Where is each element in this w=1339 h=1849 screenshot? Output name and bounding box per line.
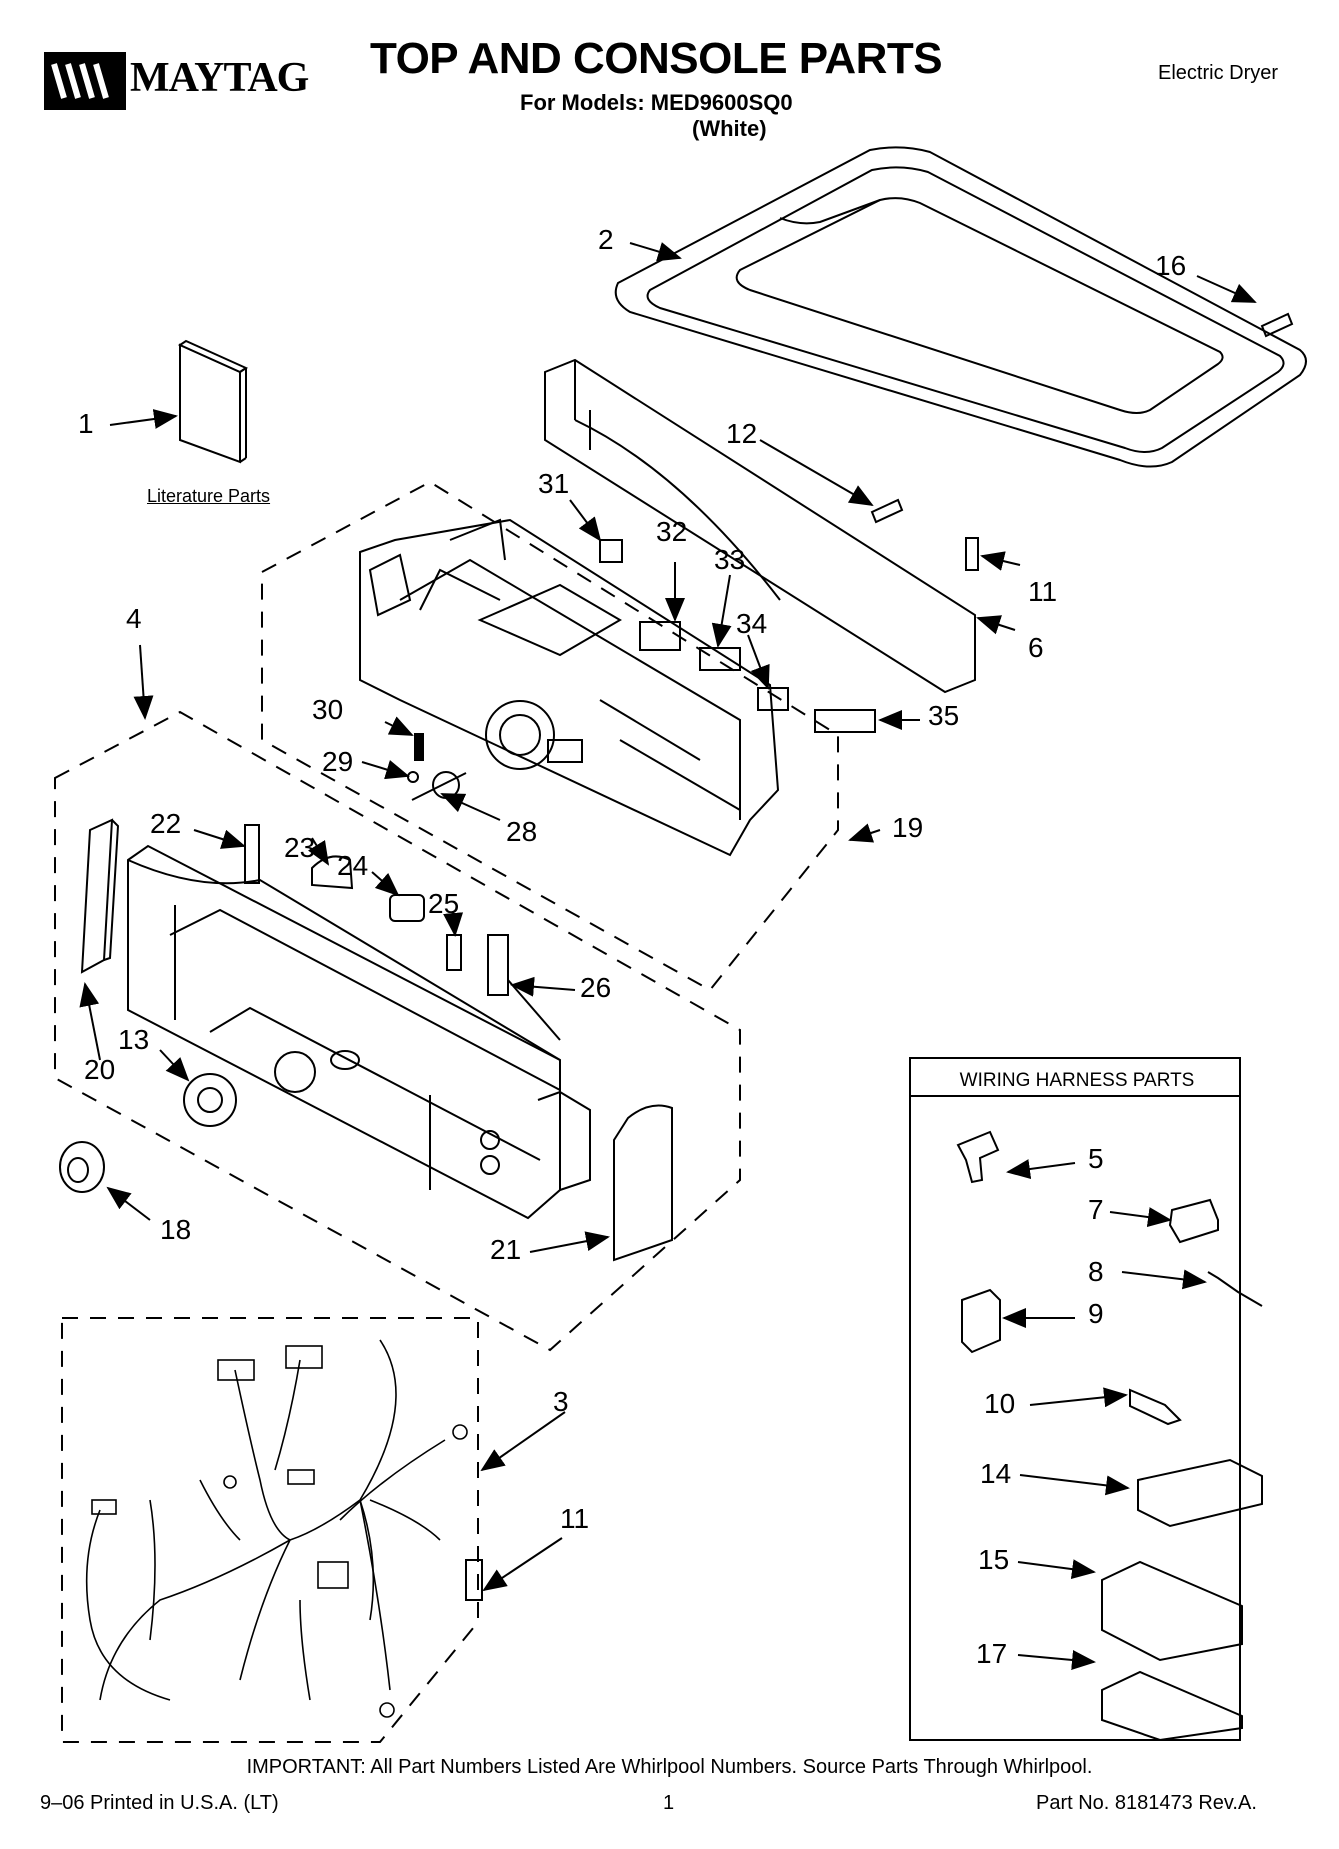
harness-box-title: WIRING HARNESS PARTS [959, 1070, 1195, 1091]
callout-2: 2 [598, 224, 614, 255]
led-strip-22 [244, 824, 260, 884]
callout-35: 35 [928, 700, 960, 731]
callout-17: 17 [976, 1638, 1008, 1669]
page-title: TOP AND CONSOLE PARTS [370, 34, 943, 83]
connector-7 [1168, 1198, 1219, 1244]
part-29 [407, 771, 419, 783]
callout-6: 6 [1028, 632, 1044, 663]
callout-5: 5 [1088, 1143, 1104, 1174]
callout-7: 7 [1088, 1194, 1104, 1225]
literature-booklet [177, 339, 249, 464]
callout-31: 31 [538, 468, 570, 499]
wiring-harness-region [61, 1317, 479, 1743]
important-note: IMPORTANT: All Part Numbers Listed Are W… [246, 1756, 1093, 1778]
callout-21: 21 [490, 1234, 522, 1265]
screw-11 [965, 537, 979, 571]
callout-22: 22 [150, 808, 182, 839]
callout-11b: 11 [560, 1503, 590, 1534]
callout-1: 1 [78, 408, 94, 439]
maytag-logo-icon [44, 52, 126, 115]
connector-9 [961, 1288, 1001, 1354]
console-endcap-left [80, 818, 120, 974]
callout-16: 16 [1155, 250, 1187, 281]
callout-23: 23 [284, 832, 316, 863]
callout-32: 32 [656, 516, 688, 547]
connector-17 [1101, 1670, 1243, 1742]
callout-10: 10 [984, 1388, 1016, 1419]
appliance-type: Electric Dryer [1158, 62, 1279, 84]
console-endcap-right [613, 1104, 673, 1262]
switch-28 [432, 771, 460, 799]
callout-28: 28 [506, 816, 538, 847]
callout-19: 19 [892, 812, 924, 843]
callout-12: 12 [726, 418, 758, 449]
print-date: 9–06 Printed in U.S.A. (LT) [40, 1792, 279, 1814]
part-34 [757, 687, 789, 711]
callout-20: 20 [84, 1054, 116, 1085]
part-25 [446, 934, 462, 971]
knob [59, 1141, 105, 1193]
part-31 [599, 539, 623, 563]
model-subtitle: For Models: MED9600SQ0 [520, 90, 793, 115]
callout-14: 14 [980, 1458, 1012, 1489]
callout-3: 3 [553, 1386, 569, 1417]
callout-8: 8 [1088, 1256, 1104, 1287]
control-board-region [261, 480, 839, 992]
switch-30 [414, 733, 424, 761]
page-number: 1 [663, 1792, 675, 1814]
lens-24 [389, 894, 425, 922]
console-region [54, 710, 741, 1352]
callout-26: 26 [580, 972, 612, 1003]
brand-logo-text: MAYTAG [130, 55, 309, 101]
control-console [127, 844, 591, 1220]
connector-15 [1101, 1560, 1243, 1662]
callout-18: 18 [160, 1214, 192, 1245]
screw-12 [870, 498, 904, 524]
wiring-harness [85, 1339, 468, 1718]
model-color: (White) [692, 116, 767, 141]
screw-11b [465, 1559, 483, 1601]
dryer-top-panel [614, 146, 1307, 468]
part-33 [699, 647, 741, 671]
clip-5 [956, 1130, 1000, 1184]
screw-16 [1260, 312, 1294, 338]
knob-dial [183, 1073, 237, 1127]
callout-25: 25 [428, 888, 460, 919]
callout-15: 15 [978, 1544, 1010, 1575]
terminal-10 [1129, 1388, 1182, 1426]
part-number: Part No. 8181473 Rev.A. [1036, 1792, 1257, 1814]
control-bracket [544, 358, 976, 694]
callout-13: 13 [118, 1024, 150, 1055]
part-32 [639, 621, 681, 651]
callout-24: 24 [337, 850, 369, 881]
callout-9: 9 [1088, 1298, 1104, 1329]
part-26 [487, 934, 509, 996]
callout-29: 29 [322, 746, 354, 777]
callout-33: 33 [714, 544, 746, 575]
callout-34: 34 [736, 608, 768, 639]
connector-14 [1137, 1458, 1263, 1528]
control-board-assembly [359, 518, 780, 857]
terminal-8 [1207, 1271, 1263, 1307]
literature-parts-label: Literature Parts [147, 486, 271, 506]
callout-4: 4 [126, 603, 142, 634]
harness-parts-box [909, 1057, 1241, 1741]
callout-30: 30 [312, 694, 344, 725]
part-35 [814, 709, 876, 733]
callout-11: 11 [1028, 576, 1058, 607]
